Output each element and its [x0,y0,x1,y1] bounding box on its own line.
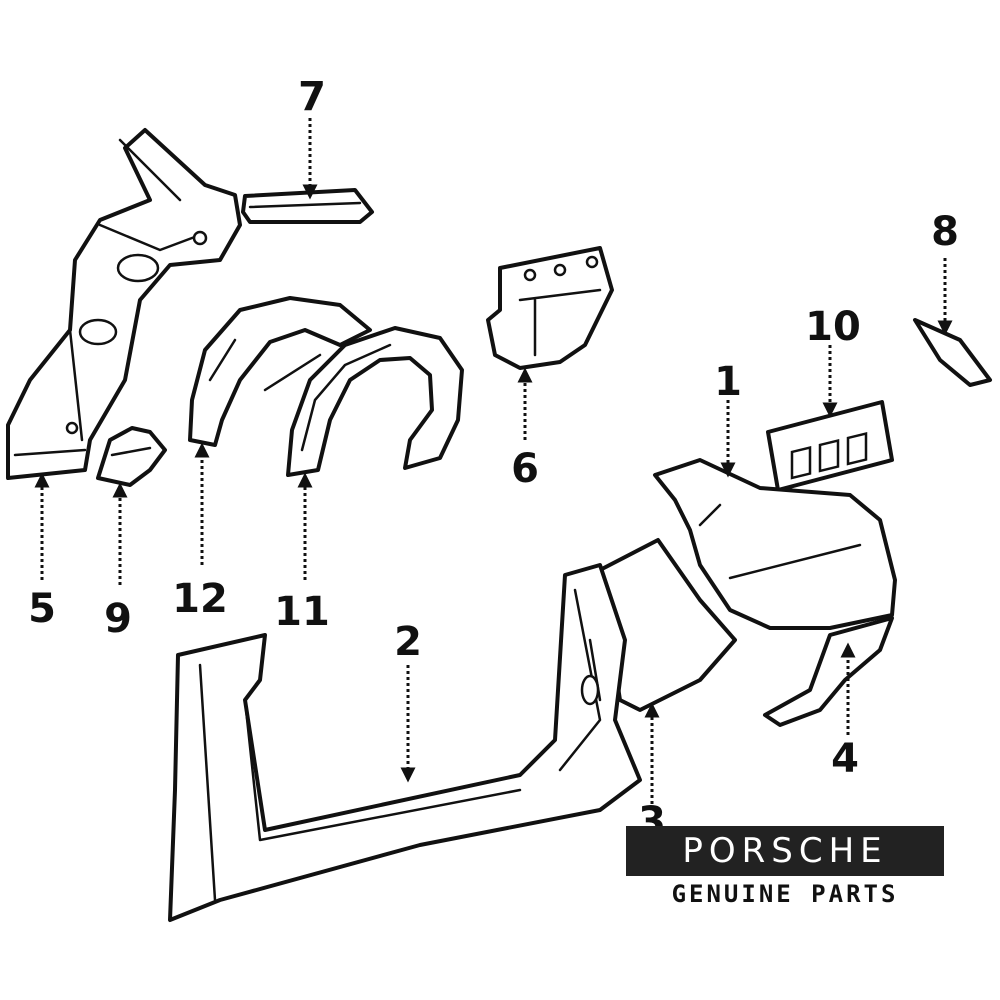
callout-5: 5 [28,586,56,632]
part-6-mounting-bracket [486,246,614,370]
leader-lines [34,118,953,810]
callout-numbers: 1 2 3 4 5 6 7 8 9 10 11 12 [28,74,959,845]
part-11-outer-wheelhouse [286,326,464,477]
part-7-roof-rail [241,188,374,224]
genuine-parts-tagline: GENUINE PARTS [671,880,899,908]
part-8-clip [913,318,992,387]
callout-12: 12 [172,576,228,622]
callout-2: 2 [394,619,422,665]
callout-11: 11 [274,589,330,635]
porsche-wordmark: PORSCHE [682,831,888,871]
part-5-inner-quarter-frame [6,128,242,480]
callout-7: 7 [298,74,326,120]
part-3-rocker-extension [598,538,737,712]
callout-1: 1 [714,359,742,405]
part-10-vent-grille [766,400,894,492]
part-1-quarter-panel [653,458,897,630]
part-12-inner-wheelhouse [188,296,372,447]
part-2-side-sill [168,563,642,922]
callout-10: 10 [805,304,861,350]
callout-9: 9 [104,596,132,642]
callout-6: 6 [511,446,539,492]
part-4-rear-lower-panel [763,616,894,727]
callout-4: 4 [831,736,859,782]
porsche-logo: PORSCHE [626,826,944,876]
part-9-fuel-door [96,426,167,487]
callout-8: 8 [931,209,959,255]
